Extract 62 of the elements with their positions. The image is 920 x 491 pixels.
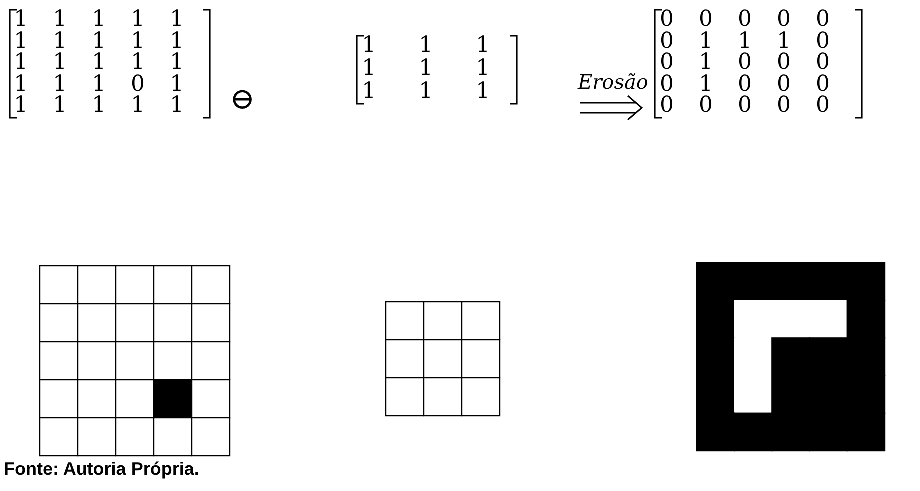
matrix-entry: 1 xyxy=(131,51,145,75)
matrix-entry: 0 xyxy=(816,8,830,32)
matrix-entry: 0 xyxy=(660,8,674,32)
matrix-entry: 1 xyxy=(699,72,713,96)
matrix-entry: 0 xyxy=(699,94,713,118)
matrix-entry: 0 xyxy=(660,94,674,118)
matrix-entry: 0 xyxy=(816,72,830,96)
matrix-entry: 1 xyxy=(53,51,67,75)
matrix-entry: 1 xyxy=(738,30,752,54)
matrix-entry: 1 xyxy=(14,51,28,75)
matrix-entry: 1 xyxy=(131,8,145,32)
matrix-entry: 1 xyxy=(14,94,28,118)
matrix-entry: 1 xyxy=(53,8,67,32)
erosion-operator: ⊖ xyxy=(230,84,256,116)
matrix-entry: 0 xyxy=(777,8,791,32)
matrix-entry: 1 xyxy=(699,30,713,54)
matrix-entry: 1 xyxy=(92,8,106,32)
matrix-entry: 1 xyxy=(419,34,433,58)
matrix-entry: 0 xyxy=(816,30,830,54)
matrix-entry: 0 xyxy=(816,94,830,118)
matrix-entry: 0 xyxy=(660,30,674,54)
matrix-entry: 1 xyxy=(170,30,184,54)
matrix-entry: 1 xyxy=(92,30,106,54)
matrix-entry: 1 xyxy=(92,72,106,96)
matrix-entry: 1 xyxy=(419,57,433,81)
matrix-entry: 1 xyxy=(362,34,376,58)
matrix-entry: 0 xyxy=(738,51,752,75)
matrix-entry: 1 xyxy=(53,30,67,54)
matrix-entry: 1 xyxy=(131,94,145,118)
matrix-entry: 0 xyxy=(777,51,791,75)
matrix-entry: 1 xyxy=(170,8,184,32)
matrix-entry: 1 xyxy=(14,72,28,96)
matrix-entry: 0 xyxy=(777,72,791,96)
matrix-entry: 1 xyxy=(170,51,184,75)
matrix-entry: 0 xyxy=(660,51,674,75)
matrix-entry: 1 xyxy=(14,8,28,32)
matrix-entry: 1 xyxy=(362,57,376,81)
matrix-entry: 0 xyxy=(131,72,145,96)
matrix-entry: 1 xyxy=(419,80,433,104)
matrix-entry: 1 xyxy=(14,30,28,54)
matrix-entry: 1 xyxy=(170,72,184,96)
matrix-entry: 0 xyxy=(699,8,713,32)
matrix-entry: 1 xyxy=(476,80,490,104)
matrix-entry: 0 xyxy=(738,94,752,118)
matrix-entry: 0 xyxy=(777,94,791,118)
operation-label: Erosão xyxy=(578,70,648,94)
matrix-entry: 0 xyxy=(738,72,752,96)
matrix-entry: 1 xyxy=(131,30,145,54)
matrix-entry: 1 xyxy=(476,57,490,81)
matrix-entry: 1 xyxy=(53,72,67,96)
matrix-entry: 1 xyxy=(362,80,376,104)
matrix-entry: 0 xyxy=(738,8,752,32)
matrix-entry: 1 xyxy=(92,51,106,75)
matrix-entry: 0 xyxy=(660,72,674,96)
matrix-entry: 0 xyxy=(816,51,830,75)
matrix-entry: 1 xyxy=(53,94,67,118)
matrix-entry: 1 xyxy=(170,94,184,118)
matrix-entry: 1 xyxy=(92,94,106,118)
caption: Fonte: Autoria Própria. xyxy=(4,459,200,480)
matrix-entry: 1 xyxy=(476,34,490,58)
matrix-entry: 1 xyxy=(699,51,713,75)
matrix-entry: 1 xyxy=(777,30,791,54)
